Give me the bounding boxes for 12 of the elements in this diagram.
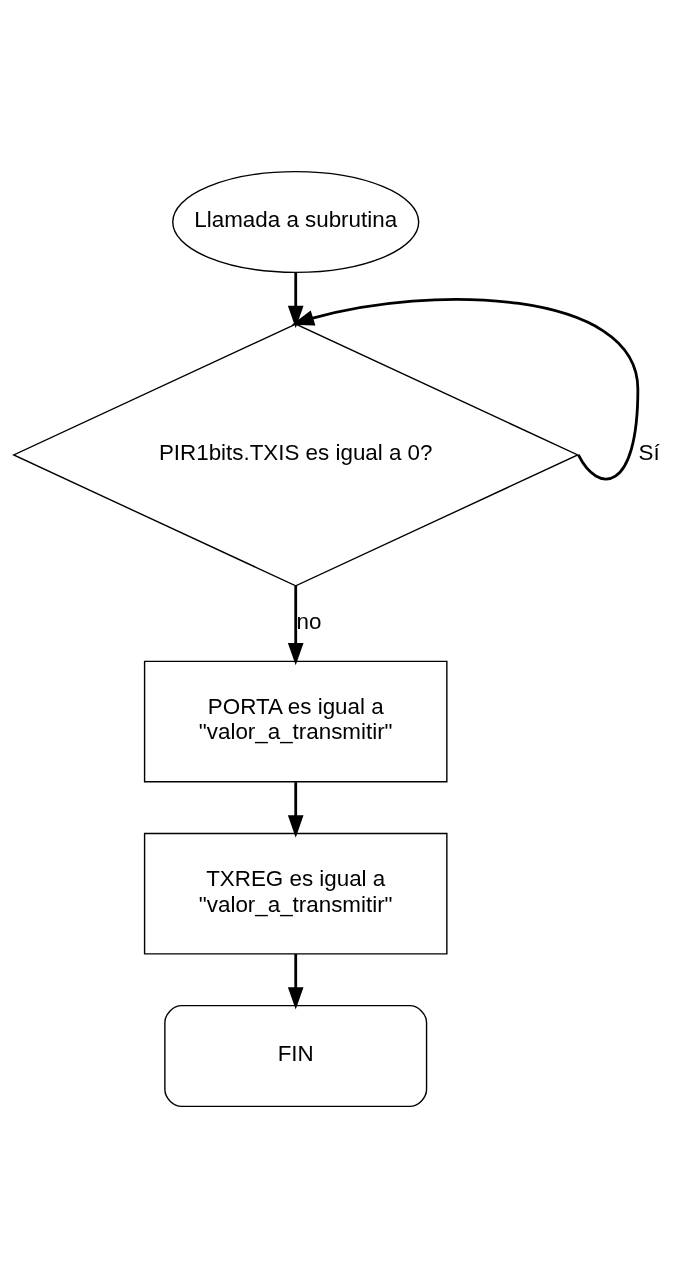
arrow (287, 781, 304, 838)
arrow (291, 297, 640, 480)
node-diamond: PIR1bits.TXIS es igual a 0? (12, 322, 580, 587)
arrow (287, 953, 304, 1010)
edge-label: no (296, 608, 322, 634)
arrow (287, 585, 304, 665)
arrow (287, 272, 304, 328)
node-ellipse: Llamada a subrutina (172, 170, 420, 273)
node-box: TXREG es igual a "valor_a_transmitir" (143, 832, 448, 955)
node-box: PORTA es igual a "valor_a_transmitir" (143, 660, 448, 782)
node-box: FIN (164, 1004, 428, 1107)
edge-label: Sí (638, 439, 660, 465)
